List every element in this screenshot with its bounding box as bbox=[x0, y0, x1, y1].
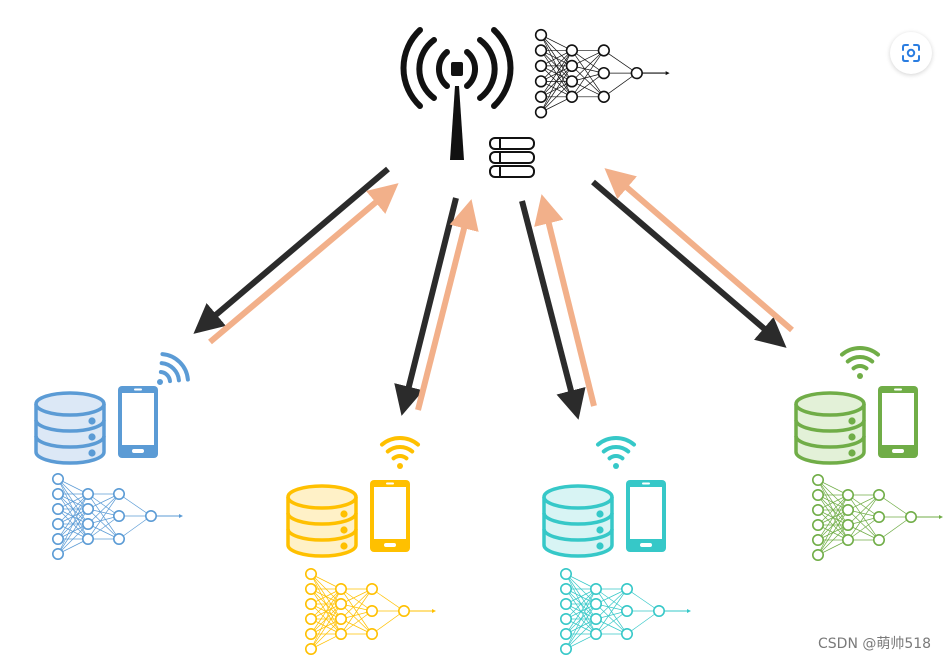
model-download-arrows bbox=[193, 166, 787, 420]
neural-network-icon bbox=[811, 473, 943, 561]
neural-network-icon bbox=[51, 472, 183, 560]
neural-network-icon bbox=[304, 567, 436, 655]
client-yellow bbox=[286, 436, 436, 655]
visual-search-icon bbox=[902, 44, 920, 62]
upload-arrow-green bbox=[604, 168, 794, 333]
visual-search-button[interactable] bbox=[890, 32, 932, 74]
client-green bbox=[794, 346, 943, 561]
wifi-icon bbox=[380, 436, 420, 469]
smartphone-icon bbox=[626, 480, 666, 552]
database-icon bbox=[286, 484, 358, 558]
client-cyan bbox=[542, 436, 691, 655]
smartphone-icon bbox=[118, 386, 158, 458]
server-neural-network-icon bbox=[534, 28, 670, 119]
database-icon bbox=[794, 391, 866, 465]
upload-arrow-cyan bbox=[534, 194, 597, 407]
smartphone-icon bbox=[370, 480, 410, 552]
wifi-icon bbox=[157, 352, 190, 385]
download-arrow-blue bbox=[193, 166, 390, 334]
upload-arrow-yellow bbox=[415, 199, 479, 411]
smartphone-icon bbox=[878, 386, 918, 458]
watermark: CSDN @萌帅518 bbox=[818, 636, 932, 652]
database-icon bbox=[542, 484, 614, 558]
neural-network-icon bbox=[534, 28, 670, 119]
upload-arrow-blue bbox=[208, 183, 399, 345]
download-arrow-yellow bbox=[394, 197, 459, 416]
server-stack-icon bbox=[489, 137, 535, 178]
neural-network-icon bbox=[559, 567, 691, 655]
client-blue bbox=[34, 352, 190, 560]
wifi-icon bbox=[840, 346, 880, 379]
download-arrow-cyan bbox=[519, 200, 586, 420]
wifi-icon bbox=[596, 436, 636, 469]
update-upload-arrows bbox=[208, 168, 794, 411]
database-icon bbox=[34, 391, 106, 465]
download-arrow-green bbox=[591, 179, 787, 348]
antenna-tower-icon bbox=[400, 27, 514, 160]
